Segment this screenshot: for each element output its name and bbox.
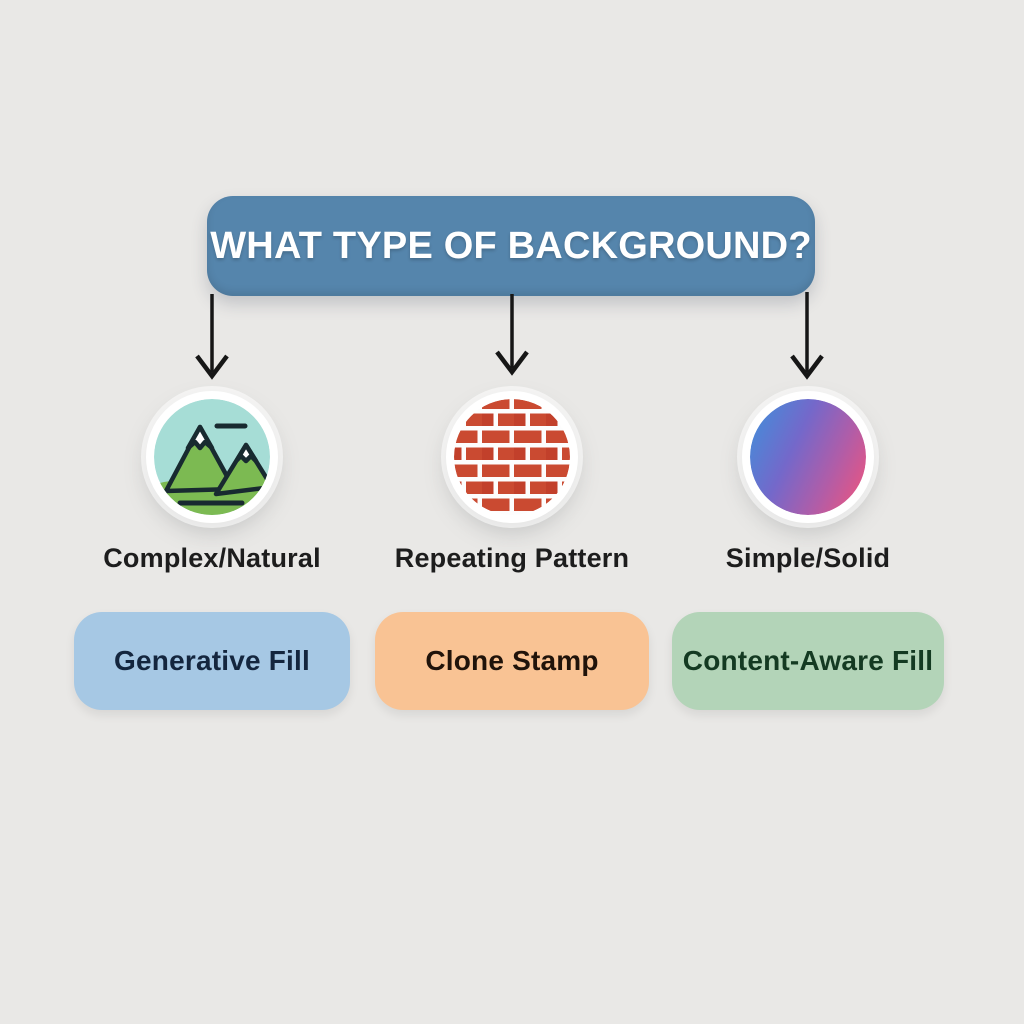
gradient-swatch-icon [742,391,874,523]
tool-box-clone-stamp: Clone Stamp [375,612,649,710]
brick-wall-icon [446,391,578,523]
page-title: WHAT TYPE OF BACKGROUND? [210,224,812,267]
arrow-down-center [495,294,529,376]
branch-label-complex-natural: Complex/Natural [103,543,321,573]
branch-label-repeating-pattern: Repeating Pattern [394,543,630,573]
arrow-down-right [790,292,824,380]
branch-label-simple-solid: Simple/Solid [725,543,891,573]
title-box: WHAT TYPE OF BACKGROUND? [207,196,815,296]
tool-box-content-aware-fill: Content-Aware Fill [672,612,944,710]
mountain-landscape-icon [146,391,278,523]
arrow-down-left [195,294,229,380]
tool-box-generative-fill: Generative Fill [74,612,350,710]
